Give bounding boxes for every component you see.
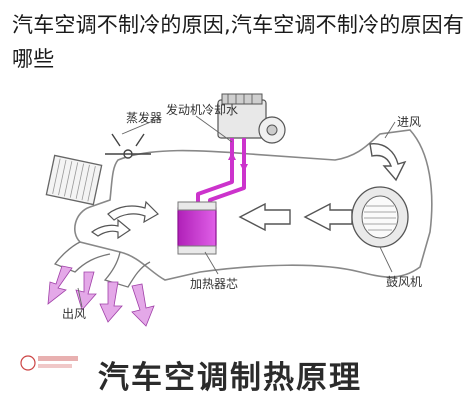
- label-outlet: 出风: [62, 307, 86, 321]
- leader-lines: [77, 115, 396, 308]
- pipe-flow-arrows: [228, 152, 248, 172]
- coolant-pipes: [196, 138, 246, 210]
- diagram-caption: 汽车空调制热原理: [98, 360, 362, 396]
- label-intake: 进风: [397, 115, 421, 129]
- label-blower: 鼓风机: [386, 275, 422, 289]
- heating-principle-diagram: 蒸发器 发动机冷却水 进风 加热器芯 鼓风机 出风: [45, 93, 433, 327]
- label-evaporator: 蒸发器: [126, 110, 162, 125]
- watermark-logo: [20, 352, 90, 382]
- label-engine-cooler: 发动机冷却水: [166, 102, 238, 117]
- deflector-arrows: [90, 200, 159, 240]
- intake-arrow: [369, 143, 407, 182]
- page-title: 汽车空调不制冷的原因,汽车空调不制冷的原因有哪些: [12, 13, 465, 71]
- damper-icon: [105, 133, 151, 159]
- airflow-arrows: [238, 202, 353, 232]
- engine-icon: [217, 93, 286, 144]
- outlet-ducts: [53, 241, 151, 288]
- evaporator-grill: [45, 154, 103, 206]
- blower-icon: [351, 186, 409, 248]
- label-heater-core: 加热器芯: [190, 277, 238, 291]
- heater-core: [177, 201, 217, 255]
- air-duct: [74, 129, 433, 281]
